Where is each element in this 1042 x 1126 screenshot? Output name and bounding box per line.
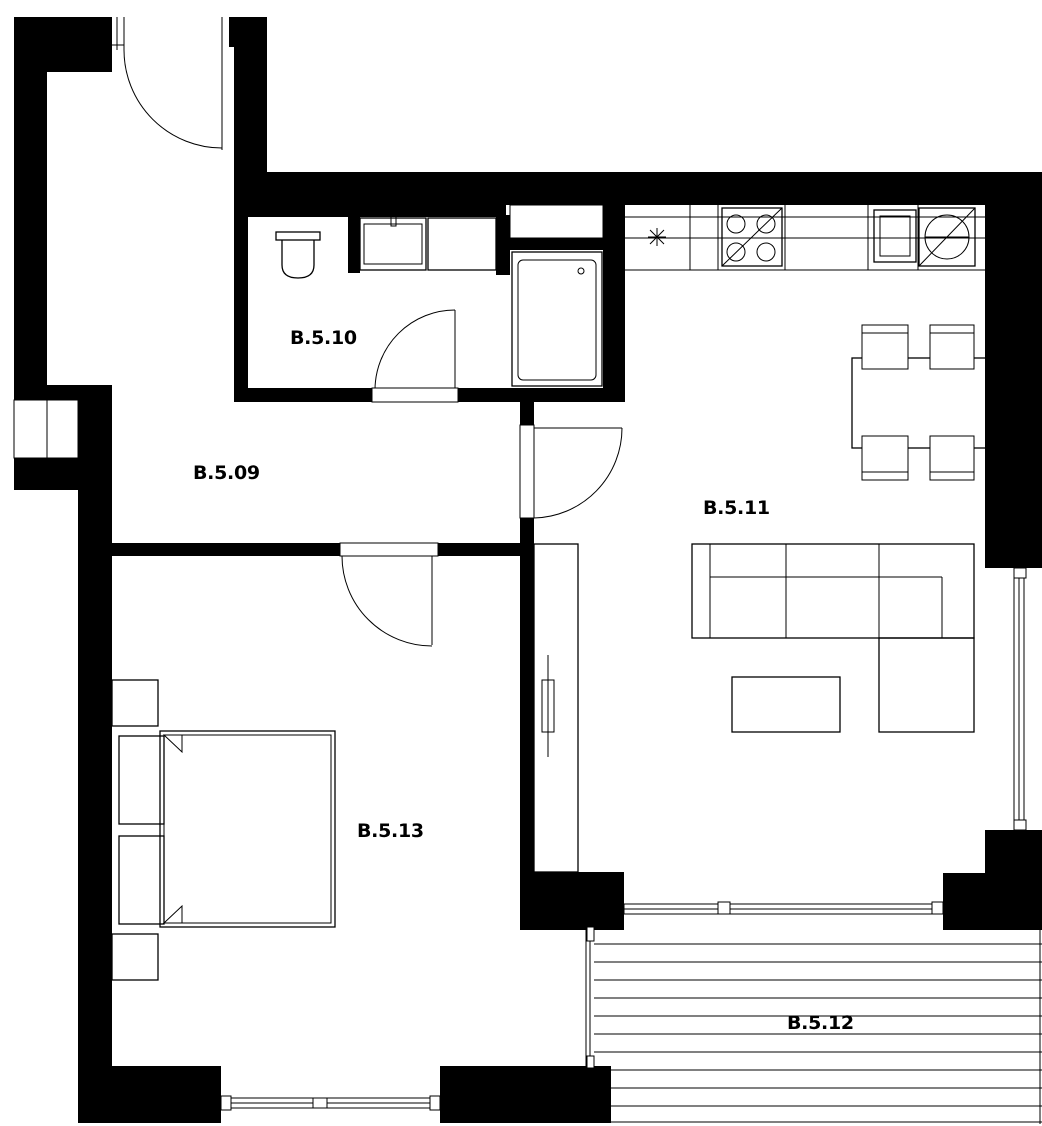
- room-label-b510: B.5.10: [290, 327, 357, 349]
- windows: [13, 399, 1027, 1111]
- window-icon: [623, 901, 944, 915]
- washer-icon: [918, 207, 976, 267]
- hob-icon: [721, 207, 783, 267]
- window-icon: [13, 399, 79, 459]
- room-label-b512: B.5.12: [787, 1012, 854, 1034]
- sink-icon: [359, 213, 497, 271]
- door-swing-icon: [112, 17, 223, 150]
- bed-icon: [118, 730, 336, 928]
- table-icon: [851, 357, 988, 449]
- coffee-table: [731, 676, 841, 733]
- fridge-icon: [648, 228, 666, 246]
- toilet-icon: [275, 231, 321, 279]
- room-label-b513: B.5.13: [357, 820, 424, 842]
- room-label-b509: B.5.09: [193, 462, 260, 484]
- bathtub-icon: [511, 251, 603, 387]
- chair-icon: [929, 324, 975, 370]
- wardrobe: [533, 543, 579, 873]
- room-label-b511: B.5.11: [703, 497, 770, 519]
- window-icon: [220, 1095, 441, 1111]
- chair-icon: [861, 324, 909, 370]
- shelf: [509, 204, 604, 239]
- chair-icon: [929, 435, 975, 481]
- nightstand: [111, 933, 159, 981]
- door-swing-icon: [339, 542, 439, 647]
- nightstands: [111, 679, 159, 981]
- dishwasher-icon: [873, 209, 917, 263]
- doors: [112, 17, 623, 647]
- sofa-icon: [691, 543, 975, 733]
- door-swing-icon: [519, 424, 623, 519]
- balcony-deck: [585, 926, 1042, 1124]
- chairs: [861, 324, 975, 481]
- walls: [14, 17, 1042, 1123]
- chair-icon: [861, 435, 909, 481]
- door-swing-icon: [371, 309, 459, 403]
- window-icon: [1013, 567, 1027, 831]
- nightstand: [111, 679, 159, 727]
